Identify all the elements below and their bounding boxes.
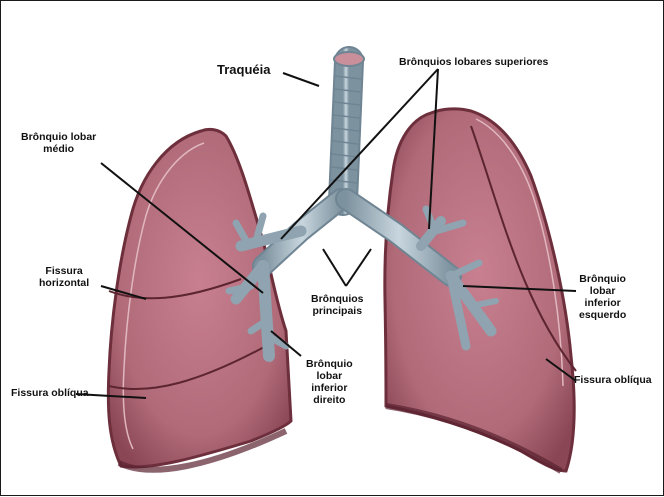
label-upper-lobar-bronchi: Brônquios lobares superiores	[399, 56, 548, 68]
trachea-opening	[334, 52, 364, 66]
label-oblique-fissure-right: Fissura oblíqua	[574, 374, 652, 386]
label-middle-lobar-bronchus: Brônquio lobar médio	[21, 131, 96, 155]
label-lower-right-bronchus: Brônquio lobar inferior direito	[306, 358, 353, 406]
label-oblique-fissure-left: Fissura oblíqua	[11, 387, 89, 399]
label-trachea: Traquéia	[217, 64, 270, 76]
label-main-bronchi: Brônquios principais	[311, 293, 364, 317]
label-horizontal-fissure: Fissura horizontal	[39, 265, 89, 289]
label-lower-left-bronchus: Brônquio lobar inferior esquerdo	[579, 273, 626, 321]
